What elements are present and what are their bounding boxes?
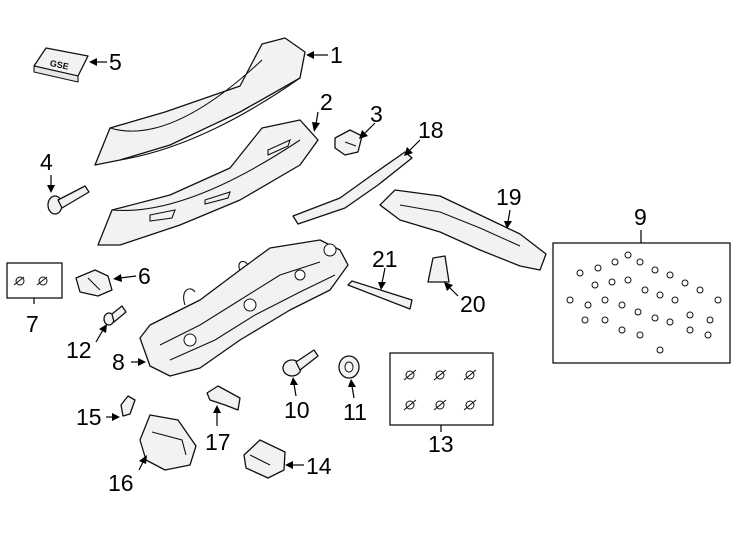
callout-15: 15	[76, 404, 102, 430]
callout-14: 14	[306, 453, 332, 479]
part-9-hardware-kit[interactable]	[552, 242, 731, 364]
part-5-emblem[interactable]: GSE	[33, 47, 89, 83]
part-15-sleeve[interactable]	[120, 395, 136, 417]
part-18-trim-strip[interactable]	[292, 151, 413, 225]
part-11-grommet[interactable]	[338, 355, 360, 379]
callout-10: 10	[284, 397, 310, 423]
part-2-spoiler[interactable]	[97, 119, 319, 246]
callout-13: 13	[428, 431, 454, 457]
part-6-bracket[interactable]	[75, 269, 113, 297]
emblem-text: GSE	[49, 58, 70, 72]
callout-18: 18	[418, 117, 444, 143]
part-3-bracket[interactable]	[334, 129, 363, 156]
callout-17: 17	[205, 429, 231, 455]
part-19-reinforcement[interactable]	[379, 189, 547, 271]
part-14-actuator[interactable]	[243, 439, 286, 479]
callout-11: 11	[343, 399, 367, 425]
callout-21: 21	[372, 246, 398, 272]
part-17-bracket[interactable]	[206, 385, 241, 411]
callout-1: 1	[330, 42, 343, 68]
callout-20: 20	[460, 291, 486, 317]
callout-6: 6	[138, 263, 151, 289]
callout-5: 5	[109, 49, 122, 75]
part-12-clip[interactable]	[103, 305, 127, 326]
callout-2: 2	[320, 89, 333, 115]
part-7-clips[interactable]	[6, 262, 63, 299]
part-1-spoiler-cover[interactable]	[94, 37, 306, 166]
callout-9: 9	[634, 204, 647, 230]
part-8-mounting-frame[interactable]	[139, 239, 349, 377]
part-16-motor-housing[interactable]	[139, 414, 197, 471]
callout-4: 4	[40, 149, 53, 175]
part-10-pin[interactable]	[282, 349, 319, 377]
part-13-fastener-set[interactable]	[389, 352, 494, 426]
part-20-pad[interactable]	[427, 255, 450, 283]
callout-16: 16	[108, 470, 134, 496]
callout-12: 12	[66, 337, 92, 363]
callout-3: 3	[370, 101, 383, 127]
part-4-bolt[interactable]	[47, 185, 90, 215]
callout-7: 7	[26, 311, 39, 337]
leader-lines	[33, 51, 642, 471]
callout-8: 8	[112, 349, 125, 375]
kit-fasteners	[566, 251, 722, 354]
callout-labels: 1 2 3 4 5 6 7 8 9 10 11 12 13 14 15 16 1…	[26, 42, 647, 496]
callout-19: 19	[496, 184, 522, 210]
part-21-seal[interactable]	[347, 280, 413, 310]
